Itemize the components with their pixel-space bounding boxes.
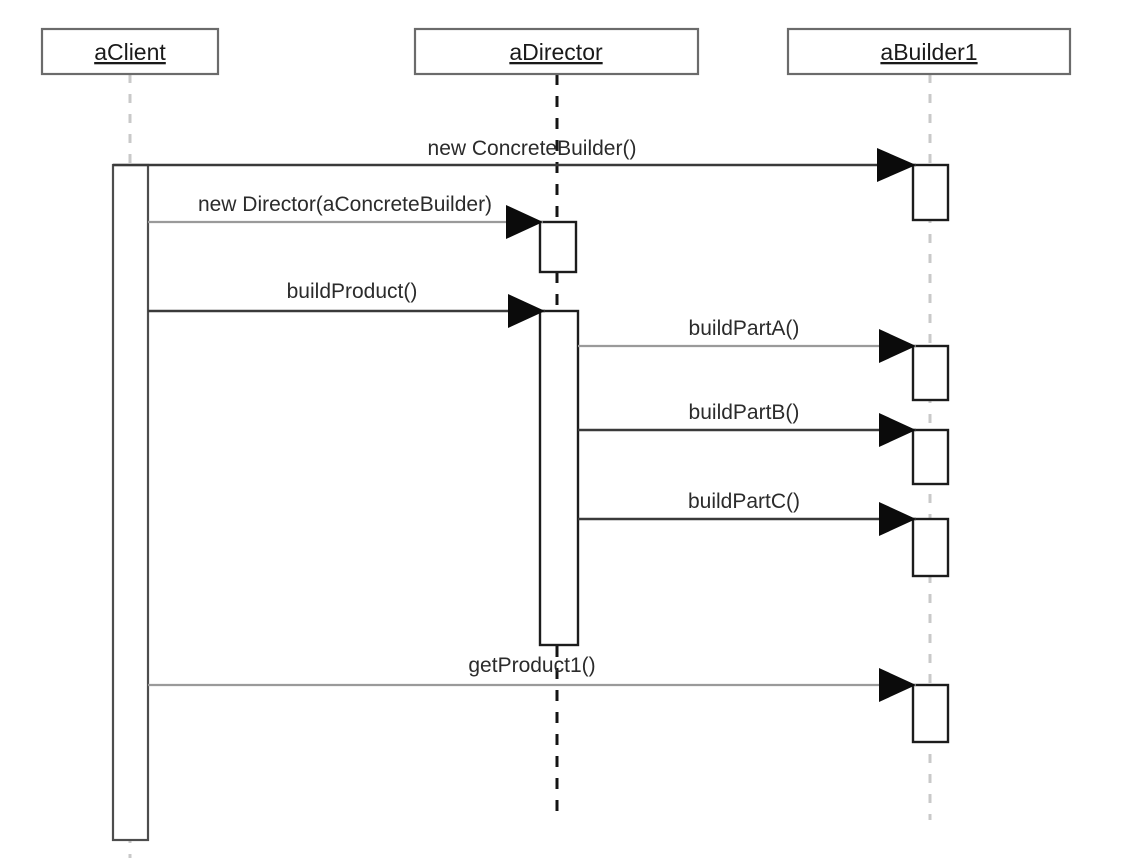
message-label-new-concretebuilder: new ConcreteBuilder() bbox=[428, 137, 637, 160]
activation-builder-buildpartc bbox=[911, 517, 950, 578]
activations-layer bbox=[111, 163, 950, 842]
arrow-head-new-director bbox=[506, 205, 543, 239]
message-buildpartc[interactable]: buildPartC() bbox=[578, 490, 916, 536]
message-label-buildpartc: buildPartC() bbox=[688, 490, 800, 513]
message-label-getproduct1: getProduct1() bbox=[468, 654, 595, 677]
message-getproduct1[interactable]: getProduct1() bbox=[148, 654, 916, 702]
participant-label-director: aDirector bbox=[509, 39, 603, 65]
activation-director-buildproduct bbox=[538, 309, 580, 647]
participant-box-builder1[interactable] bbox=[786, 27, 1072, 76]
message-new-director[interactable]: new Director(aConcreteBuilder) bbox=[148, 193, 543, 239]
participant-director[interactable]: aDirector bbox=[413, 27, 700, 76]
message-label-buildproduct: buildProduct() bbox=[287, 280, 418, 303]
arrow-head-new-concretebuilder bbox=[877, 148, 916, 182]
activation-director-new bbox=[538, 220, 578, 274]
lifelines-layer bbox=[128, 74, 932, 858]
arrow-head-getproduct1 bbox=[879, 668, 916, 702]
message-new-concretebuilder[interactable]: new ConcreteBuilder() bbox=[113, 137, 916, 182]
activation-builder-new bbox=[911, 163, 950, 222]
arrow-head-buildpartb bbox=[879, 413, 916, 447]
message-label-buildparta: buildPartA() bbox=[689, 317, 800, 340]
participant-box-director[interactable] bbox=[413, 27, 700, 76]
message-label-buildpartb: buildPartB() bbox=[689, 401, 800, 424]
message-label-new-director: new Director(aConcreteBuilder) bbox=[198, 193, 492, 216]
arrow-head-buildproduct bbox=[508, 294, 545, 328]
message-buildpartb[interactable]: buildPartB() bbox=[578, 401, 916, 447]
activation-builder-buildpartb bbox=[911, 428, 950, 486]
activation-client-main bbox=[111, 163, 150, 842]
participant-label-client: aClient bbox=[94, 39, 166, 65]
participant-builder1[interactable]: aBuilder1 bbox=[786, 27, 1072, 76]
arrow-head-buildparta bbox=[879, 329, 916, 363]
participant-box-client[interactable] bbox=[40, 27, 220, 76]
message-buildproduct[interactable]: buildProduct() bbox=[148, 280, 545, 328]
participant-label-builder1: aBuilder1 bbox=[880, 39, 977, 65]
activation-builder-buildparta bbox=[911, 344, 950, 402]
activation-builder-getproduct bbox=[911, 683, 950, 744]
message-buildparta[interactable]: buildPartA() bbox=[578, 317, 916, 363]
arrow-head-buildpartc bbox=[879, 502, 916, 536]
participant-client[interactable]: aClient bbox=[40, 27, 220, 76]
